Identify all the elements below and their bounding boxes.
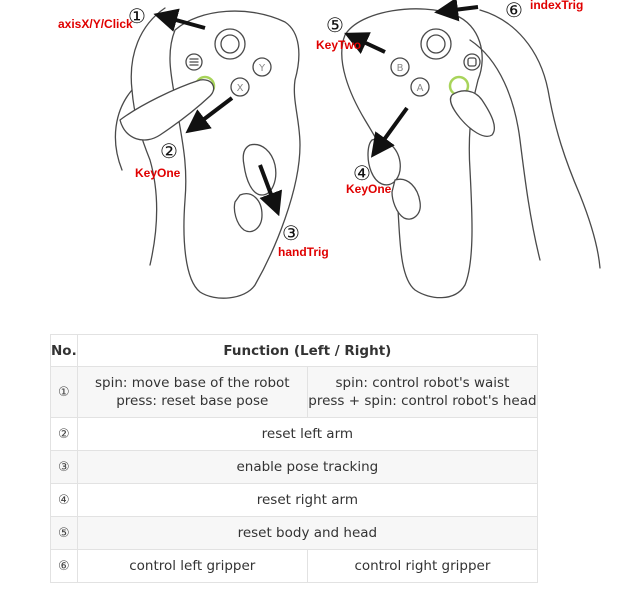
callout-1-label: axisX/Y/Click [58,17,133,31]
table-row: ④ reset right arm [50,483,539,517]
left-controller [114,7,301,299]
row-number: ④ [50,483,78,517]
arrow-5 [344,32,386,54]
row-number: ③ [50,450,78,484]
row-number: ① [50,366,78,418]
arrow-3 [258,164,283,217]
header-function: Function (Left / Right) [76,334,539,367]
table-row: ③ enable pose tracking [50,450,539,484]
table-row: ⑥ control left gripper control right gri… [50,549,539,583]
shared-function: enable pose tracking [76,450,539,484]
row-number: ⑤ [50,516,78,550]
callout-2-number: ② [160,139,178,163]
arrow-6 [434,0,479,22]
shared-function: reset right arm [76,483,539,517]
right-function-line: press + spin: control robot's head [308,393,537,409]
row-number: ② [50,417,78,451]
controller-diagram: Y X B A ① ② ③ ④ ⑤ ⑥ axisX/Y/Click KeyOne… [58,0,601,299]
header-no: No. [50,334,78,367]
y-button-letter: Y [258,63,266,74]
callout-6-label: indexTrig [530,0,583,12]
callout-4-label: KeyOne [346,182,392,196]
x-button-letter: X [237,83,244,94]
left-function: control left gripper [76,549,308,583]
arrow-2 [185,96,234,134]
table-row: ⑤ reset body and head [50,516,539,550]
function-table: No. Function (Left / Right) ① spin: move… [50,334,539,583]
right-controller [341,8,601,299]
table-row: ① spin: move base of the robot press: re… [50,366,539,418]
callout-5-number: ⑤ [326,13,344,37]
callout-2-label: KeyOne [135,166,181,180]
right-function: control right gripper [306,549,539,583]
row-number: ⑥ [50,549,78,583]
shared-function: reset left arm [76,417,539,451]
left-function-line: press: reset base pose [116,393,269,409]
right-function-line: spin: control robot's waist [335,375,510,391]
shared-function: reset body and head [76,516,539,550]
callout-4-number: ④ [353,161,371,185]
b-button-letter: B [397,63,404,74]
callout-3-label: handTrig [278,245,329,259]
table-header-row: No. Function (Left / Right) [50,334,539,367]
callout-1-number: ① [128,4,146,28]
arrow-4 [370,106,409,158]
left-function: spin: move base of the robot press: rese… [76,366,308,418]
table-row: ② reset left arm [50,417,539,451]
right-function: spin: control robot's waist press + spin… [306,366,539,418]
a-button-letter: A [417,83,424,94]
callout-3-number: ③ [282,221,300,245]
callout-5-label: KeyTwo [316,38,361,52]
callout-6-number: ⑥ [505,0,523,22]
left-function-line: spin: move base of the robot [94,375,290,391]
arrow-1 [153,8,206,32]
